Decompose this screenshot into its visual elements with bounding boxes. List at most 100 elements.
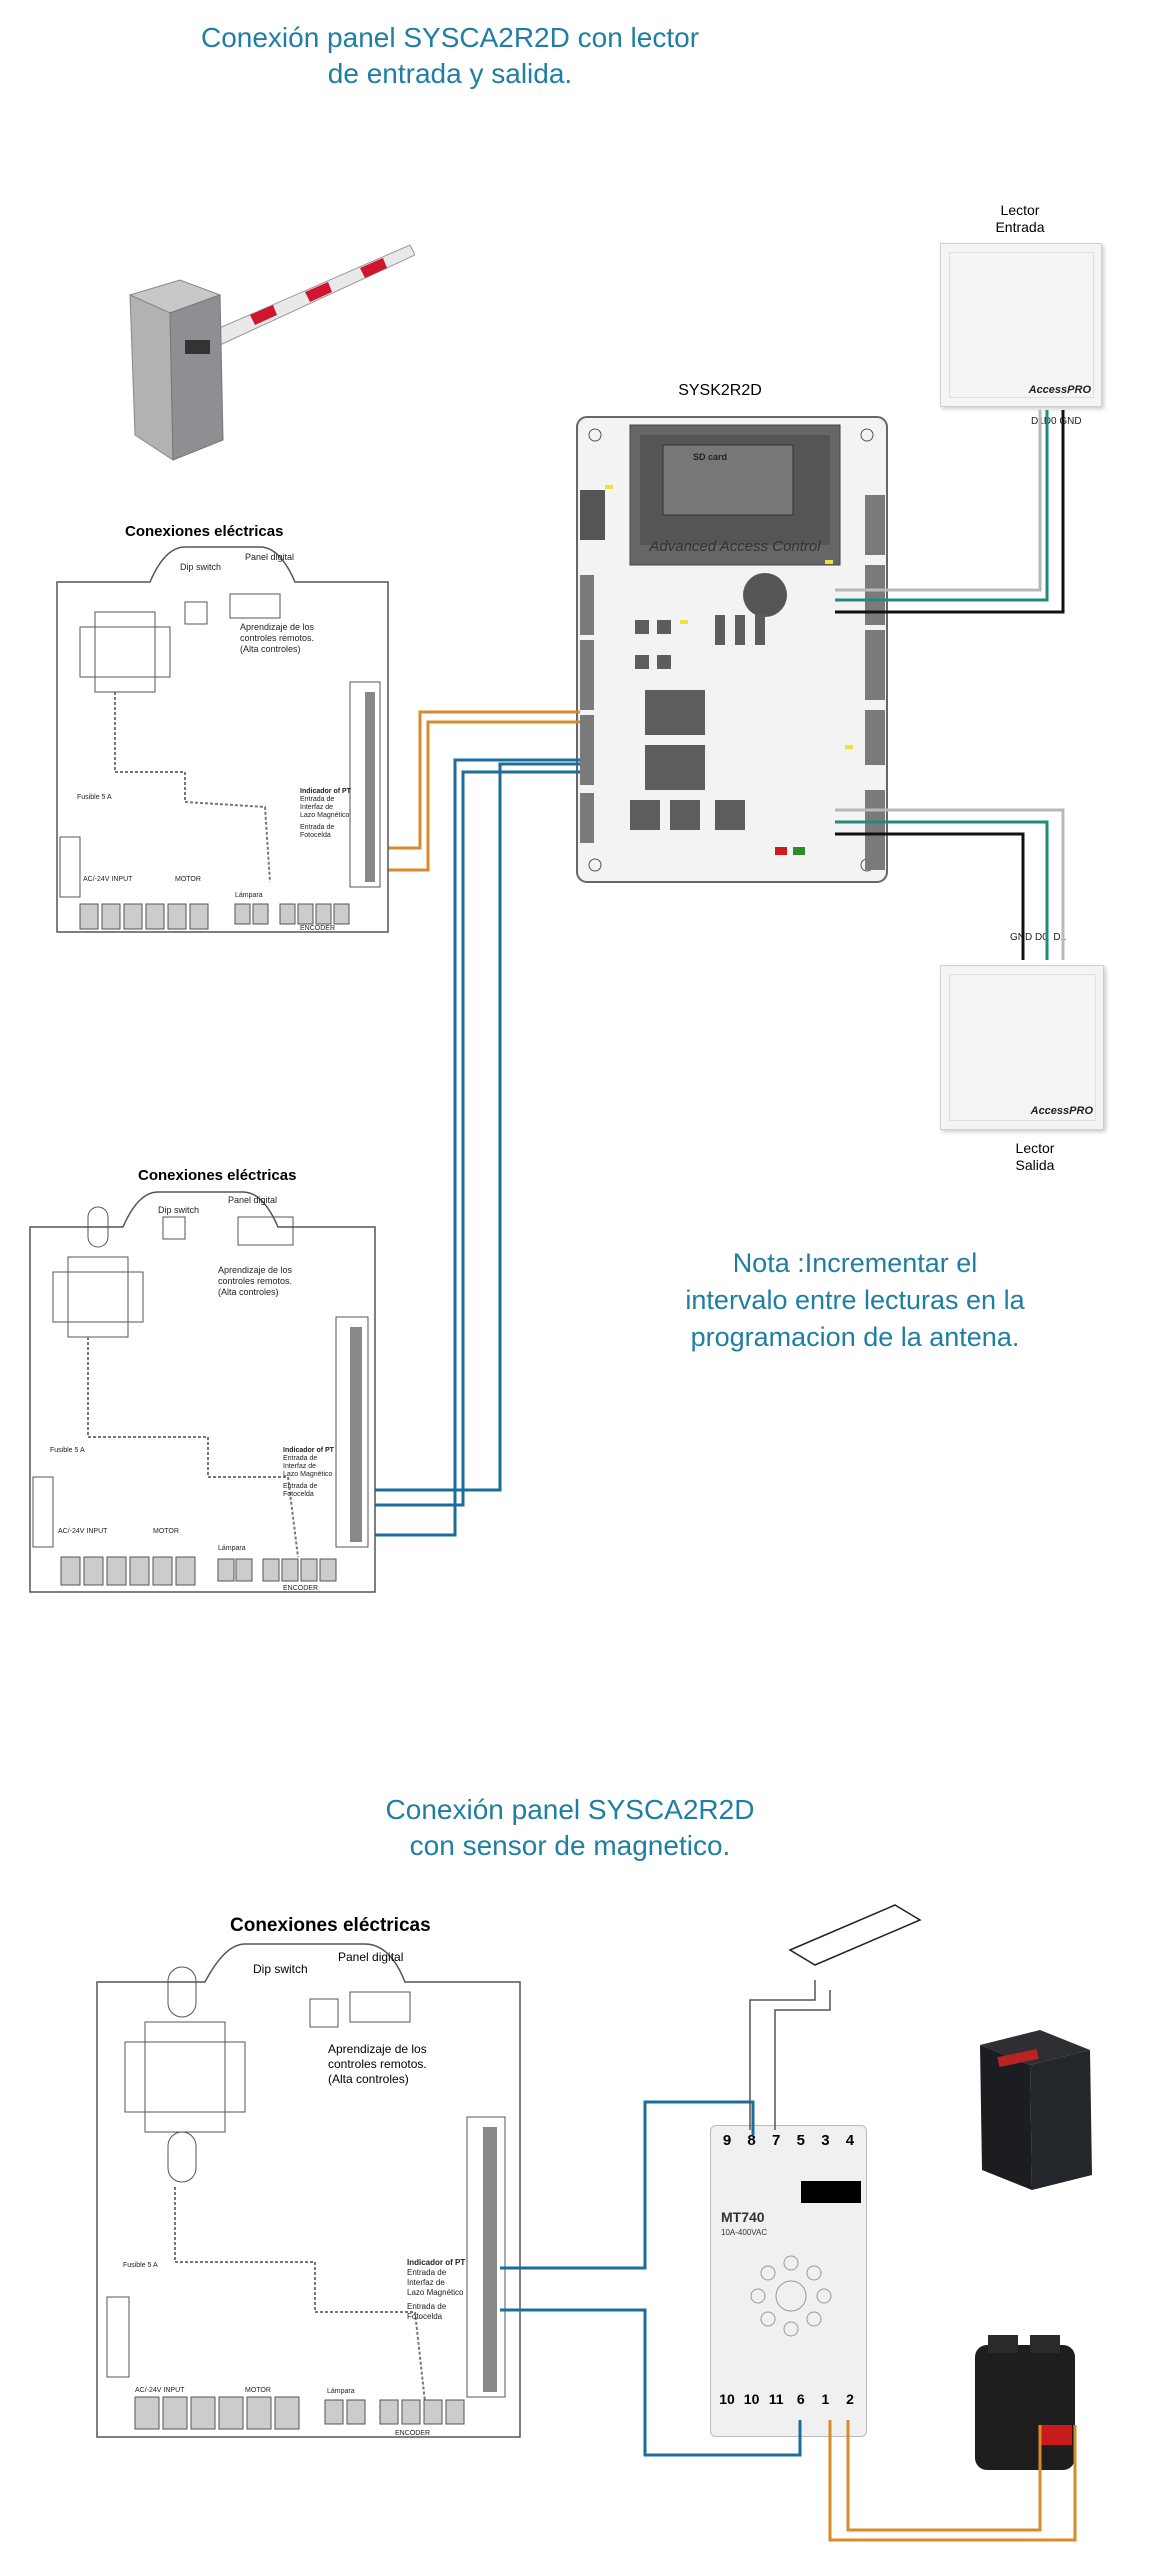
section1-title-line2: de entrada y salida. (327, 58, 573, 89)
controller2-learning-3: (Alta controles) (218, 1287, 279, 1297)
controller3-lamp: Lámpara (327, 2388, 355, 2395)
reader-salida-line2: Salida (1015, 1157, 1055, 1173)
wiring-section1 (338, 410, 1065, 1537)
controller2-pt-loop3: Lazo Magnético (283, 1471, 333, 1478)
controller1-outline (56, 546, 389, 933)
controller2-pt-photo2: Fotocelda (283, 1491, 314, 1498)
reader-salida-label: Lector Salida (975, 1140, 1095, 1174)
controller1-encoder: ENCODER (300, 925, 336, 932)
controller3-pt-loop2: Interfaz de (407, 2278, 445, 2287)
controller3-encoder: ENCODER (395, 2430, 431, 2437)
barrier-gate-illustration (128, 244, 415, 461)
controller2-encoder: ENCODER (283, 1585, 319, 1592)
controller3-pt-photo2: Fotocelda (407, 2312, 443, 2321)
controller2-ac-input: AC/-24V INPUT (58, 1528, 108, 1535)
section1-title-line1: Conexión panel SYSCA2R2D con lector (200, 22, 700, 53)
controller2-pt-photo1: Entrada de (283, 1483, 318, 1490)
controller3-dip: Dip switch (253, 1962, 308, 1976)
section2-title: Conexión panel SYSCA2R2D con sensor de m… (300, 1792, 840, 1864)
controller1-pt-title: Indicador of PT (300, 788, 351, 795)
controller1-pt-photo1: Entrada de (300, 824, 335, 831)
controller2-lamp: Lámpara (218, 1545, 246, 1552)
controller-board-1: Conexiones eléctricas Dip switch Panel d… (55, 520, 390, 935)
wiring-section2 (500, 1980, 1077, 2542)
reader-entrada-label: Lector Entrada (960, 202, 1080, 236)
controller2-fuse: Fusible 5 A (50, 1447, 85, 1454)
section1-title: Conexión panel SYSCA2R2D con lector de e… (150, 20, 750, 92)
controller3-motor: MOTOR (245, 2387, 271, 2394)
controller2-learning-1: Aprendizaje de los (218, 1265, 293, 1275)
controller3-learning: Aprendizaje de los controles remotos. (A… (328, 2042, 427, 2087)
reader-entrada: AccessPRO (940, 243, 1102, 407)
relay-bottom-pin: 1 (821, 2391, 830, 2407)
loop-card-illustration (788, 1904, 922, 1966)
relay-top-pin: 8 (747, 2132, 756, 2149)
controller1-dip: Dip switch (180, 562, 222, 572)
controller3-panel-digital: Panel digital (338, 1950, 404, 1964)
relay-module: 9 8 7 5 3 4 MT740 10A-400VAC 10 10 11 6 … (710, 2125, 867, 2437)
controller2-pt-loop1: Entrada de (283, 1455, 318, 1462)
controller1-learning-1: Aprendizaje de los (240, 622, 315, 632)
controller2-outline (29, 1191, 376, 1593)
relay-model: MT740 (721, 2209, 765, 2225)
controller3-pt-photo1: Entrada de (407, 2302, 447, 2311)
controller1-pt-loop2: Interfaz de (300, 804, 334, 811)
loop-detector-device (980, 2030, 1092, 2190)
reader-entrada-line1: Lector (1000, 202, 1040, 218)
controller1-motor: MOTOR (175, 876, 201, 883)
section2-title-line1: Conexión panel SYSCA2R2D (385, 1794, 755, 1825)
controller1-pt: Indicador of PT Entrada de Interfaz de L… (300, 788, 351, 840)
reader-salida: AccessPRO (940, 965, 1104, 1130)
controller3-pt-loop3: Lazo Magnético (407, 2288, 464, 2297)
relay-top-pin: 7 (772, 2132, 781, 2149)
reader-entrada-line2: Entrada (995, 219, 1045, 235)
note-line1: Nota :Incrementar el (732, 1248, 978, 1278)
controller2-motor: MOTOR (153, 1528, 179, 1535)
controller1-learning-2: controles remotos. (240, 633, 315, 643)
panel-brand: Advanced Access Control (649, 538, 821, 555)
controller-board-2: Conexiones eléctricas Dip switch Panel d… (28, 1165, 378, 1595)
panel-label: SYSK2R2D (678, 382, 762, 399)
power-adapter (975, 2335, 1075, 2470)
relay-bottom-pin: 2 (846, 2391, 854, 2407)
controller1-learning-3: (Alta controles) (240, 644, 301, 654)
relay-bottom-pin: 6 (796, 2391, 805, 2407)
relay-bottom-pin: 10 (743, 2391, 760, 2407)
relay-top-pin: 4 (845, 2132, 855, 2149)
reader-salida-line1: Lector (1015, 1140, 1055, 1156)
reader-entrada-pins: D1D0 GND (1031, 416, 1082, 427)
controller2-pt-loop2: Interfaz de (283, 1463, 317, 1470)
controller2-pt-title: Indicador of PT (283, 1447, 334, 1454)
controller3-title: Conexiones eléctricas (230, 1915, 431, 1936)
controller2-dip: Dip switch (158, 1205, 200, 1215)
controller1-title: Conexiones eléctricas (125, 523, 284, 540)
relay-bottom-pin: 10 (719, 2391, 735, 2407)
relay-top-pin: 3 (821, 2132, 830, 2149)
controller1-ac-input: AC/-24V INPUT (83, 876, 133, 883)
controller3-pt-title: Indicador of PT (407, 2258, 466, 2267)
controller3-learning-1: Aprendizaje de los (328, 2042, 427, 2056)
relay-top-pin: 5 (796, 2132, 805, 2149)
controller2-learning-2: controles remotos. (218, 1276, 293, 1286)
controller1-lamp: Lámpara (235, 892, 263, 899)
reader-salida-brand: AccessPRO (1030, 1105, 1093, 1117)
note-line2: intervalo entre lecturas en la (685, 1285, 1025, 1315)
relay-bottom-pins: 10 10 11 6 1 2 (716, 2391, 861, 2407)
controller3-learning-2: controles remotos. (328, 2057, 427, 2071)
controller2-panel-digital: Panel digital (228, 1195, 278, 1205)
controller2-title: Conexiones eléctricas (138, 1167, 297, 1184)
controller2-pt: Indicador of PT Entrada de Interfaz de L… (283, 1447, 334, 1499)
note-text: Nota :Incrementar el intervalo entre lec… (630, 1245, 1080, 1356)
relay-socket (750, 2255, 832, 2337)
controller1-pt-loop3: Lazo Magnético (300, 812, 350, 819)
relay-bottom-pin: 11 (768, 2391, 784, 2407)
relay-top-pins: 9 8 7 5 3 4 (716, 2132, 861, 2149)
controller2-learning: Aprendizaje de los controles remotos. (A… (218, 1265, 292, 1298)
controller3-outline (96, 1943, 521, 2438)
relay-spec: 10A-400VAC (721, 2228, 768, 2237)
access-control-panel (576, 416, 888, 883)
controller1-pt-photo2: Fotocelda (300, 832, 331, 839)
reader-entrada-brand: AccessPRO (1028, 384, 1091, 396)
controller-board-3: Conexiones eléctricas Dip switch Panel d… (95, 1910, 525, 2440)
note-line3: programacion de la antena. (690, 1322, 1020, 1352)
